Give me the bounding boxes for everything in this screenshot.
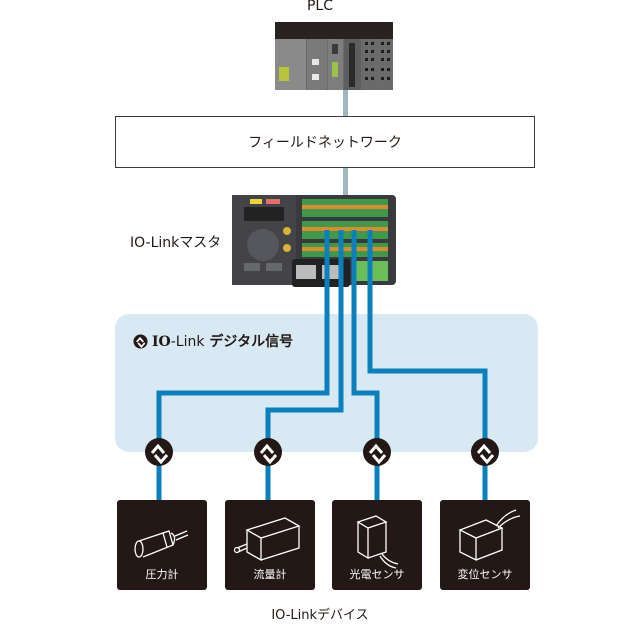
signal-line-1: [156, 230, 330, 500]
displacement-sensor-icon: [458, 509, 521, 562]
photoelectric-sensor-icon: [356, 515, 399, 569]
io-link-master-label: IO-Linkマスタ: [130, 235, 222, 251]
io-link-logo-icon: [133, 333, 148, 349]
plc-label: PLC: [306, 0, 334, 14]
field-network-label: フィールドネットワーク: [248, 135, 402, 151]
device-flow-meter: 流量計: [225, 500, 315, 590]
device-label: 変位センサ: [457, 568, 513, 581]
device-label: 流量計: [253, 568, 287, 581]
device-pressure-gauge: 圧力計: [117, 500, 207, 590]
io-link-indicator-icons: [145, 438, 499, 466]
network-master-line: [343, 168, 348, 196]
device-photoelectric-sensor: 光電センサ: [332, 500, 422, 590]
device-label: 光電センサ: [349, 568, 405, 581]
device-displacement-sensor: 変位センサ: [440, 500, 530, 590]
io-link-signal-label: IO-Link デジタル信号: [133, 331, 293, 351]
io-link-icon: [145, 438, 173, 466]
io-link-icon: [363, 438, 391, 466]
io-link-icon: [471, 438, 499, 466]
signal-line-4: [367, 230, 488, 500]
io-link-devices-caption: IO-Linkデバイス: [271, 608, 369, 623]
io-link-icon: [254, 438, 282, 466]
plc-device-image: [275, 22, 393, 90]
pressure-gauge-icon: [134, 530, 189, 558]
plc-network-line: [343, 90, 348, 116]
device-label: 圧力計: [145, 568, 179, 581]
flow-meter-icon: [233, 517, 301, 562]
field-network-box: フィールドネットワーク: [115, 116, 535, 168]
